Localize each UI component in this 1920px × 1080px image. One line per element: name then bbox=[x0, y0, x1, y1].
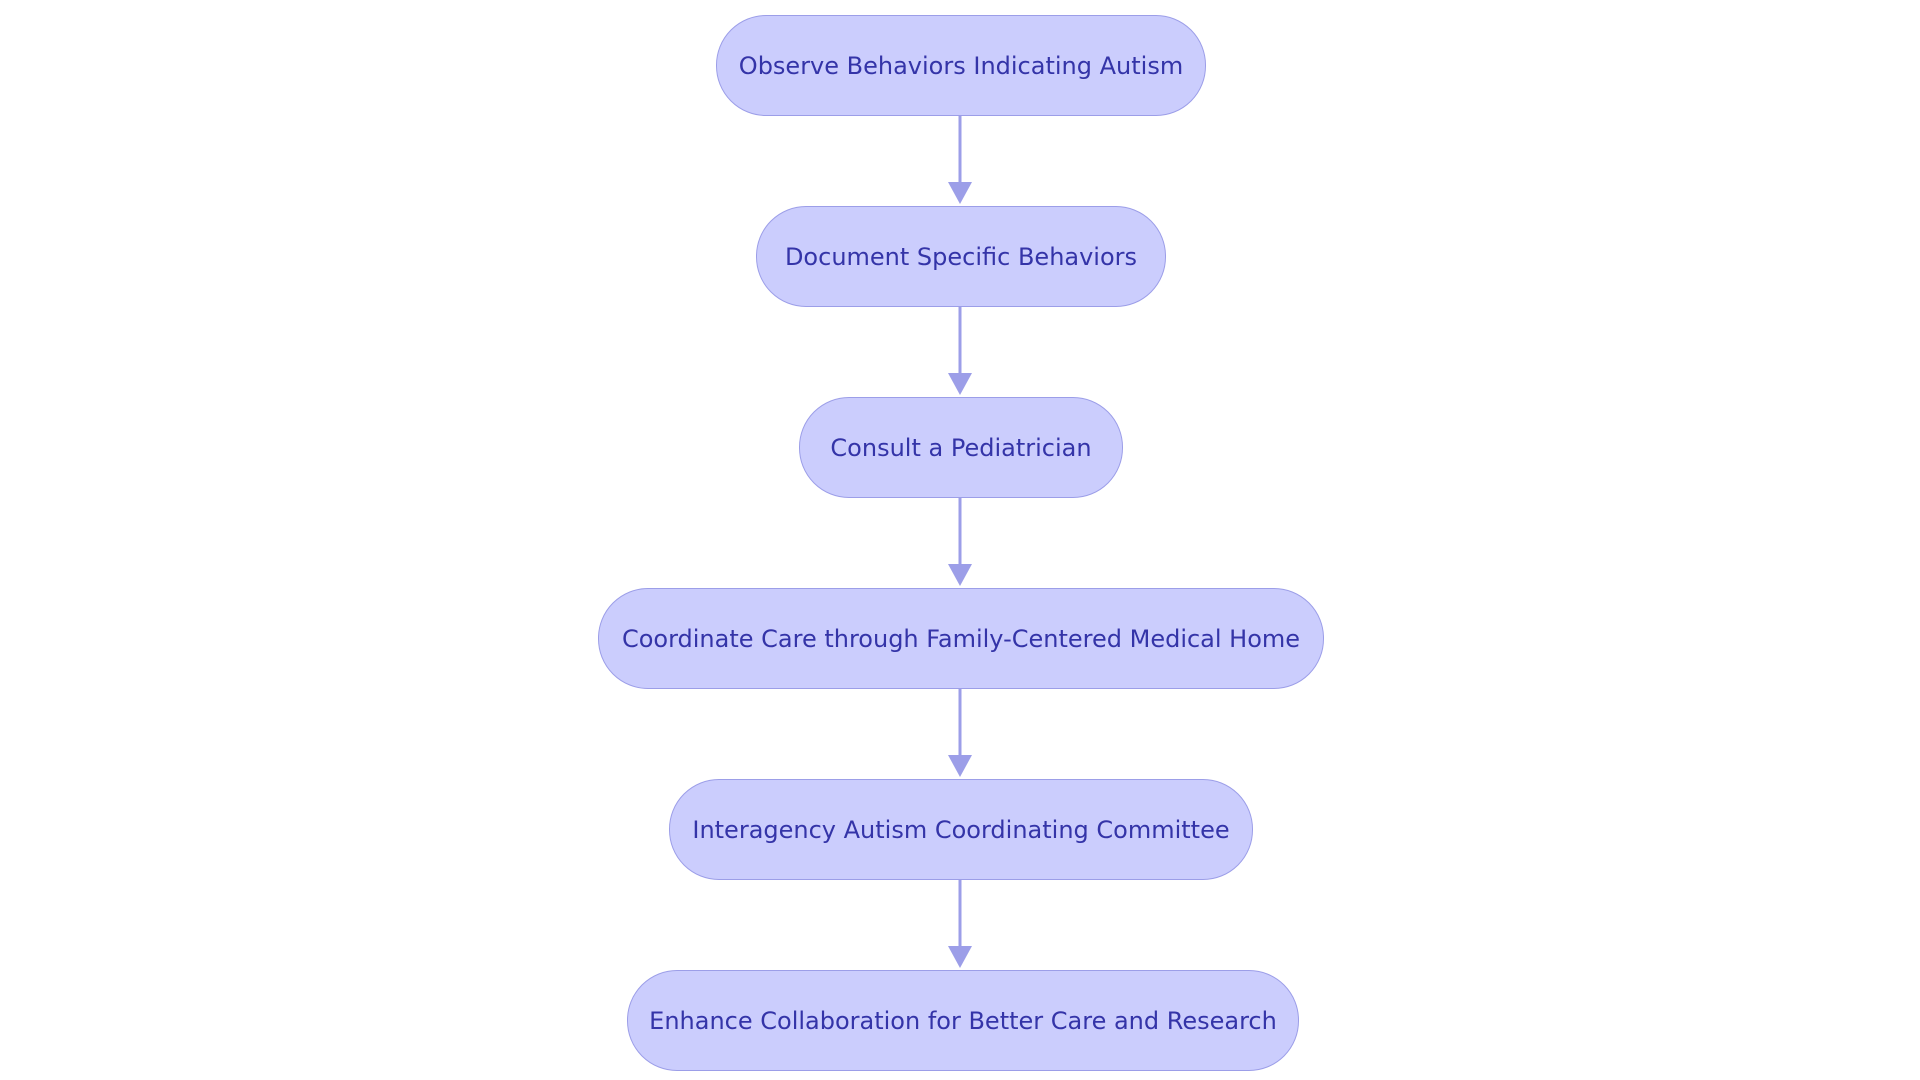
node-interagency-committee: Interagency Autism Coordinating Committe… bbox=[669, 779, 1253, 880]
edge-4 bbox=[948, 689, 972, 777]
edge-5 bbox=[948, 880, 972, 968]
node-observe-behaviors: Observe Behaviors Indicating Autism bbox=[716, 15, 1206, 116]
node-consult-pediatrician: Consult a Pediatrician bbox=[799, 397, 1123, 498]
node-enhance-collaboration: Enhance Collaboration for Better Care an… bbox=[627, 970, 1299, 1071]
node-label: Observe Behaviors Indicating Autism bbox=[738, 51, 1184, 80]
edge-1 bbox=[948, 116, 972, 204]
node-document-behaviors: Document Specific Behaviors bbox=[756, 206, 1166, 307]
node-label: Interagency Autism Coordinating Committe… bbox=[692, 815, 1230, 844]
edge-2 bbox=[948, 307, 972, 395]
edge-3 bbox=[948, 498, 972, 586]
node-label: Enhance Collaboration for Better Care an… bbox=[649, 1006, 1277, 1035]
node-label: Coordinate Care through Family-Centered … bbox=[621, 624, 1301, 653]
node-coordinate-care: Coordinate Care through Family-Centered … bbox=[598, 588, 1324, 689]
node-label: Document Specific Behaviors bbox=[784, 242, 1138, 271]
node-label: Consult a Pediatrician bbox=[830, 433, 1092, 462]
